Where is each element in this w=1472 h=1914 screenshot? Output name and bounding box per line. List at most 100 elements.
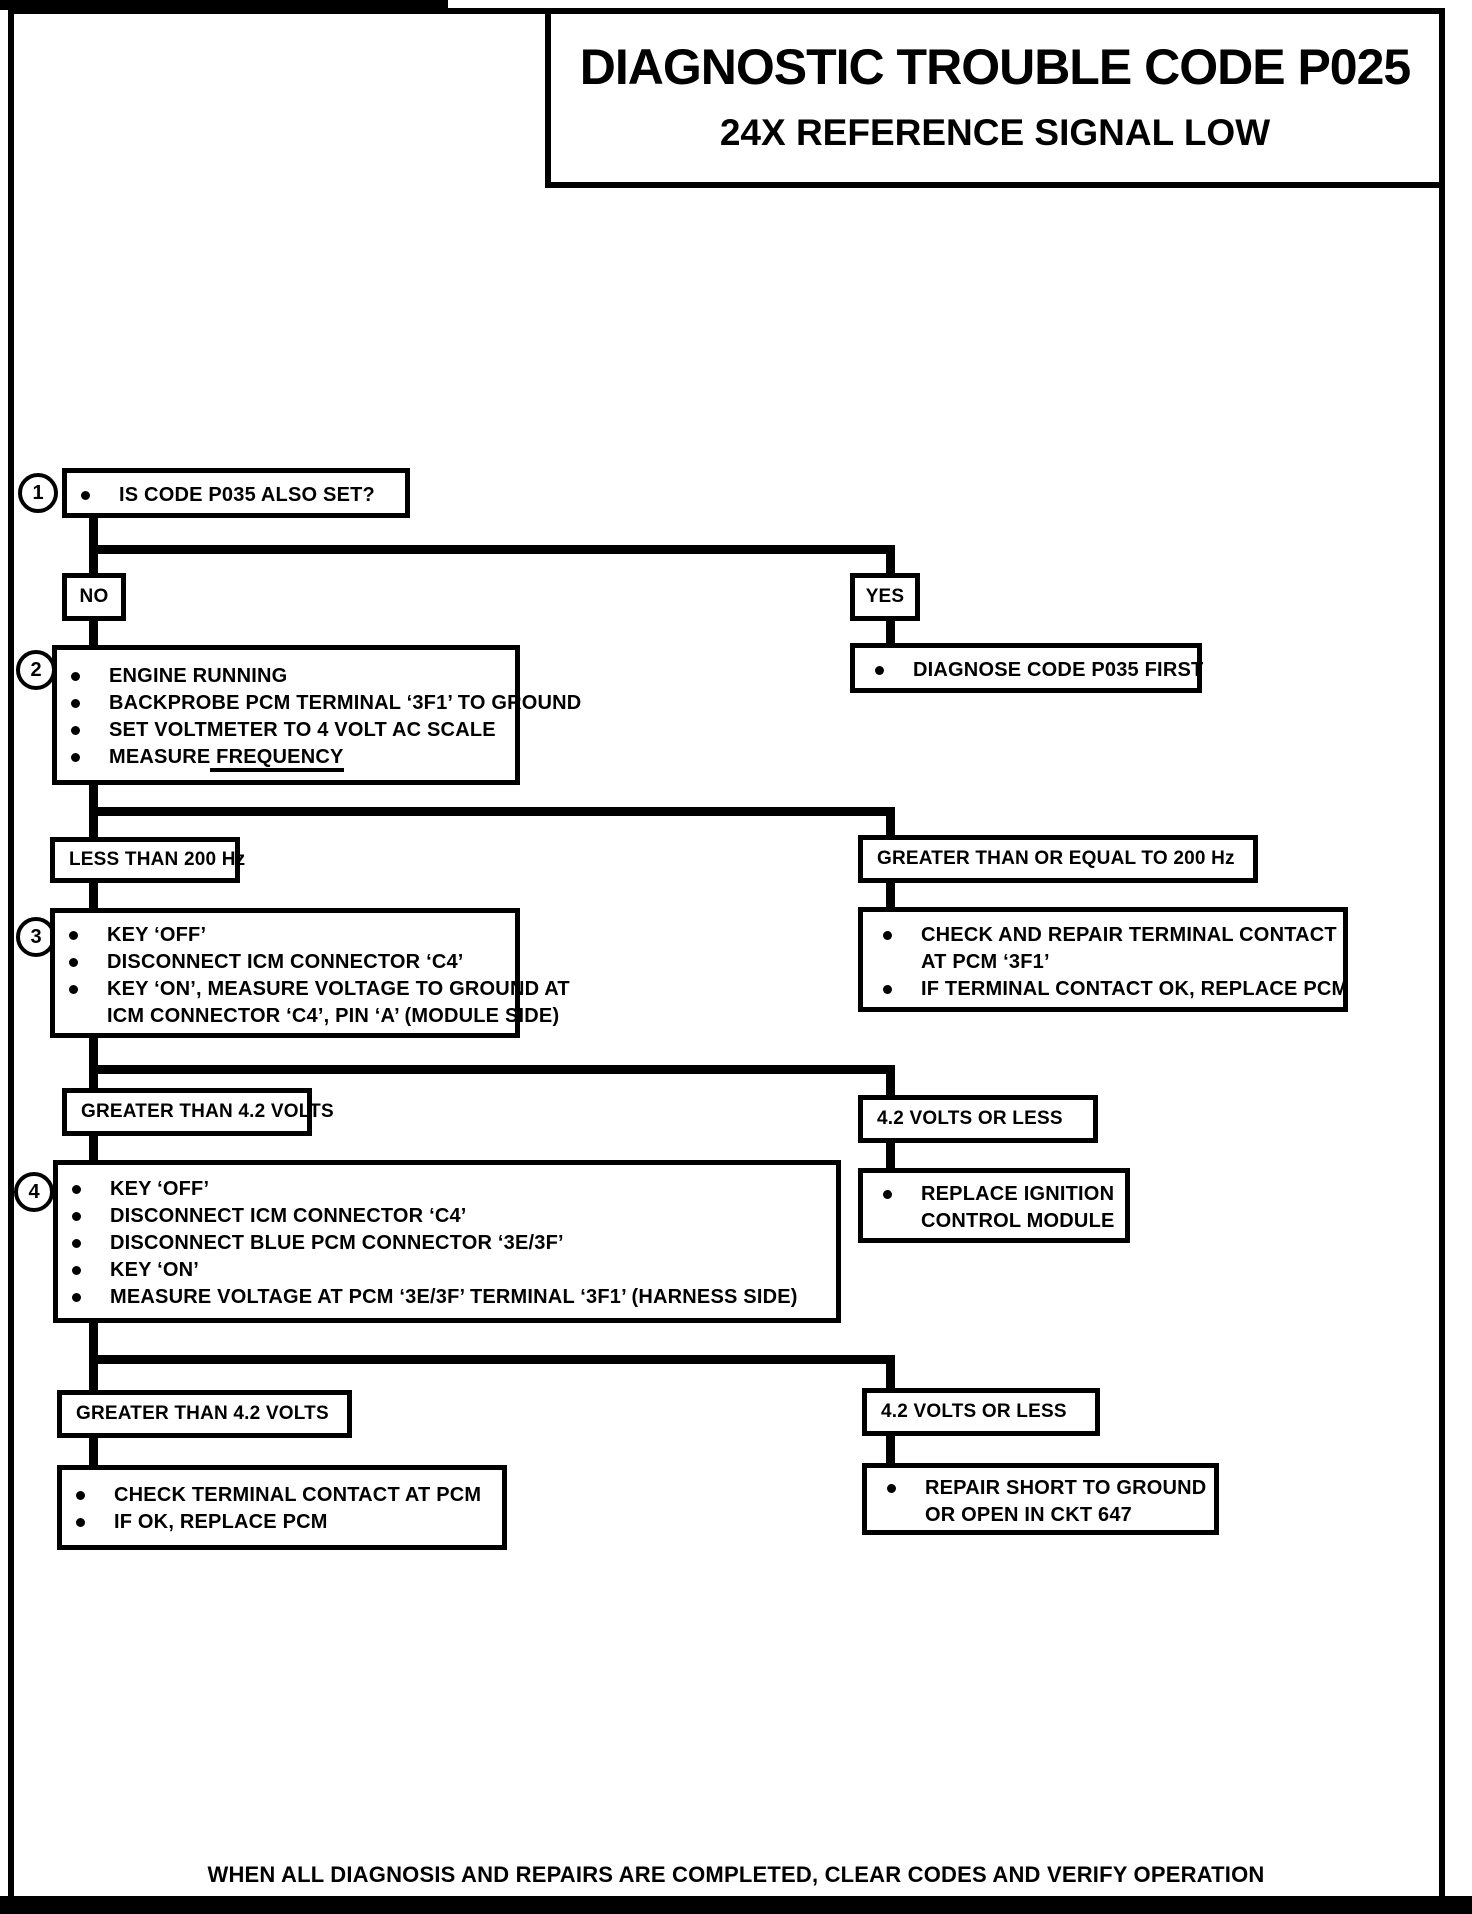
step4-box: KEY ‘OFF’ DISCONNECT ICM CONNECTOR ‘C4’ … bbox=[53, 1160, 841, 1323]
bullet-icon bbox=[875, 666, 884, 675]
action-text: MEASURE FREQUENCY bbox=[109, 744, 344, 772]
bullet-icon bbox=[72, 1266, 81, 1275]
action-text: BACKPROBE PCM TERMINAL ‘3F1’ TO GROUND bbox=[109, 692, 582, 714]
scan-edge-top bbox=[0, 0, 448, 10]
list-item: KEY ‘OFF’ bbox=[72, 1176, 836, 1203]
bullet-icon bbox=[883, 931, 892, 940]
page-border-right bbox=[1439, 8, 1445, 1900]
connector-line bbox=[89, 1136, 98, 1160]
step-number: 3 bbox=[30, 925, 42, 948]
bullet-icon bbox=[76, 1518, 85, 1527]
connector-line bbox=[89, 1355, 895, 1364]
list-item: IF TERMINAL CONTACT OK, REPLACE PCM bbox=[883, 976, 1348, 1003]
list-item: MEASURE VOLTAGE AT PCM ‘3E/3F’ TERMINAL … bbox=[72, 1284, 836, 1311]
action-text: DISCONNECT ICM CONNECTOR ‘C4’ bbox=[110, 1205, 467, 1227]
action-text: MEASURE VOLTAGE AT PCM ‘3E/3F’ TERMINAL … bbox=[110, 1286, 798, 1308]
decision-less-than-200hz: LESS THAN 200 Hz bbox=[50, 837, 245, 883]
page-border-left bbox=[8, 8, 14, 1900]
underlined-text: FREQUENCY bbox=[210, 746, 344, 772]
bullet-icon bbox=[72, 1212, 81, 1221]
list-item: DISCONNECT BLUE PCM CONNECTOR ‘3E/3F’ bbox=[72, 1230, 836, 1257]
connector-line bbox=[886, 545, 895, 573]
action-text: KEY ‘OFF’ bbox=[110, 1178, 210, 1200]
connector-line bbox=[886, 621, 895, 643]
step-circle-1: 1 bbox=[18, 473, 58, 513]
page-subtitle: 24X REFERENCE SIGNAL LOW bbox=[719, 112, 1271, 153]
action-text: KEY ‘ON’ bbox=[110, 1259, 200, 1281]
bullet-icon bbox=[71, 753, 80, 762]
title-box: DIAGNOSTIC TROUBLE CODE P025 24X REFEREN… bbox=[545, 8, 1445, 188]
step-number: 4 bbox=[28, 1180, 40, 1203]
bullet-icon bbox=[72, 1239, 81, 1248]
action-text: SET VOLTMETER TO 4 VOLT AC SCALE bbox=[109, 719, 496, 741]
bullet-icon bbox=[887, 1484, 896, 1493]
bullet-icon bbox=[71, 726, 80, 735]
list-item: IS CODE P035 ALSO SET? bbox=[81, 482, 405, 509]
action-text: IF OK, REPLACE PCM bbox=[114, 1511, 328, 1533]
action-text: DISCONNECT BLUE PCM CONNECTOR ‘3E/3F’ bbox=[110, 1232, 564, 1254]
list-item: KEY ‘ON’ bbox=[72, 1257, 836, 1284]
list-item: IF OK, REPLACE PCM bbox=[76, 1509, 502, 1536]
decision-ge-200hz: GREATER THAN OR EQUAL TO 200 Hz bbox=[858, 835, 1258, 883]
page-border-bottom-bar bbox=[0, 1896, 1472, 1914]
step-number: 1 bbox=[32, 481, 44, 504]
decision-greater-42v-1: GREATER THAN 4.2 VOLTS bbox=[62, 1088, 334, 1136]
list-item: DISCONNECT ICM CONNECTOR ‘C4’ bbox=[69, 949, 515, 976]
action-text: IF TERMINAL CONTACT OK, REPLACE PCM bbox=[921, 978, 1349, 1000]
bullet-icon bbox=[71, 699, 80, 708]
action-text: ENGINE RUNNING bbox=[109, 665, 288, 687]
connector-line bbox=[89, 883, 98, 908]
connector-line bbox=[886, 1143, 895, 1168]
list-item: SET VOLTMETER TO 4 VOLT AC SCALE bbox=[71, 717, 515, 744]
bullet-icon bbox=[72, 1185, 81, 1194]
list-item: DISCONNECT ICM CONNECTOR ‘C4’ bbox=[72, 1203, 836, 1230]
action-check-terminal-pcm: CHECK TERMINAL CONTACT AT PCM IF OK, REP… bbox=[57, 1465, 507, 1550]
connector-line bbox=[886, 1355, 895, 1388]
decision-yes: YES bbox=[850, 573, 920, 621]
action-text: CHECK TERMINAL CONTACT AT PCM bbox=[114, 1484, 482, 1506]
connector-line bbox=[886, 807, 895, 835]
footer-note: WHEN ALL DIAGNOSIS AND REPAIRS ARE COMPL… bbox=[207, 1862, 1265, 1887]
connector-line bbox=[886, 883, 895, 907]
list-item: BACKPROBE PCM TERMINAL ‘3F1’ TO GROUND bbox=[71, 690, 581, 717]
list-item: KEY ‘OFF’ bbox=[69, 922, 515, 949]
bullet-icon bbox=[883, 985, 892, 994]
list-item: ENGINE RUNNING bbox=[71, 663, 515, 690]
page-title: DIAGNOSTIC TROUBLE CODE P025 bbox=[579, 39, 1411, 95]
step-number: 2 bbox=[30, 658, 42, 681]
decision-no: NO bbox=[62, 573, 126, 621]
list-item: CHECK TERMINAL CONTACT AT PCM bbox=[76, 1482, 502, 1509]
bullet-icon bbox=[883, 1190, 892, 1199]
bullet-icon bbox=[69, 958, 78, 967]
decision-42v-or-less-2: 4.2 VOLTS OR LESS bbox=[862, 1388, 1100, 1436]
connector-line bbox=[89, 545, 895, 554]
connector-line bbox=[89, 1438, 98, 1465]
list-item: MEASURE FREQUENCY bbox=[71, 744, 515, 772]
bullet-icon bbox=[81, 491, 90, 500]
action-text: DISCONNECT ICM CONNECTOR ‘C4’ bbox=[107, 951, 464, 973]
bullet-icon bbox=[71, 672, 80, 681]
action-text: KEY ‘OFF’ bbox=[107, 924, 207, 946]
connector-line bbox=[89, 1065, 895, 1074]
bullet-icon bbox=[76, 1491, 85, 1500]
action-diagnose-p035: DIAGNOSE CODE P035 FIRST bbox=[850, 643, 1203, 693]
connector-line bbox=[886, 1065, 895, 1095]
bullet-icon bbox=[72, 1293, 81, 1302]
connector-line bbox=[89, 807, 895, 816]
decision-42v-or-less-1: 4.2 VOLTS OR LESS bbox=[858, 1095, 1098, 1143]
connector-line bbox=[886, 1436, 895, 1463]
step-circle-2: 2 bbox=[16, 650, 56, 690]
list-item: DIAGNOSE CODE P035 FIRST bbox=[875, 657, 1203, 684]
action-text: DIAGNOSE CODE P035 FIRST bbox=[913, 659, 1204, 681]
